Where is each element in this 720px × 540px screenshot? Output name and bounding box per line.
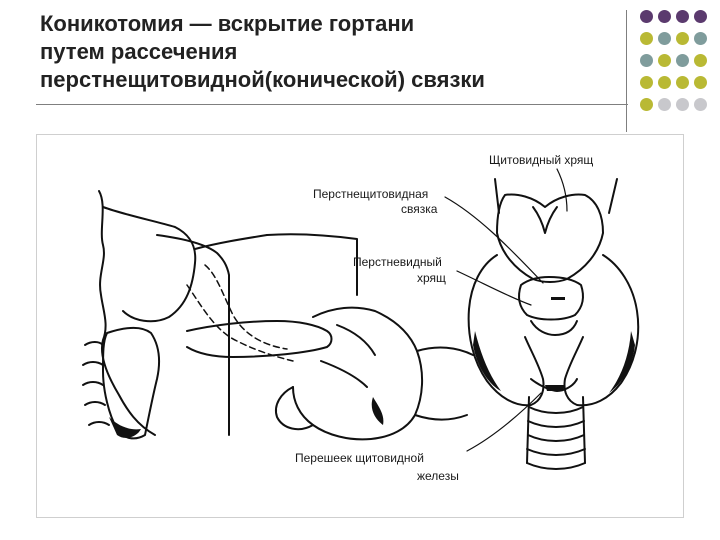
hand-wrist: [416, 346, 474, 356]
leader-isthmus: [466, 392, 542, 452]
hand-knuckle-2: [320, 360, 368, 388]
label-thyroid-cartilage: Щитовидный хрящ: [489, 153, 594, 167]
shade-larynx: [109, 417, 141, 438]
shade-lobe-left: [473, 331, 501, 391]
label-cricothyroid-ligament-line1: Перстнещитовидная: [313, 187, 429, 201]
decorative-dot: [658, 10, 671, 23]
thyroid-horn-left: [494, 178, 500, 214]
cricoid-cartilage: [518, 276, 584, 321]
decorative-dot: [676, 54, 689, 67]
anatomy-figure: Щитовидный хрящ Перстнещитовидная связка…: [36, 134, 684, 518]
shade-palm: [371, 397, 384, 425]
anatomy-illustration: [82, 168, 640, 470]
title-line-3: перстнещитовидной(конической) связки: [40, 67, 485, 92]
decorative-dot: [676, 32, 689, 45]
label-isthmus-line1: Перешеек щитовидной: [295, 451, 424, 465]
trachea-outline-left: [526, 396, 530, 464]
trachea-ring-2: [527, 420, 585, 428]
decorative-dot: [640, 76, 653, 89]
hand-wrist-2: [414, 414, 468, 421]
skin-fold: [194, 234, 268, 250]
decorative-dot: [676, 10, 689, 23]
decorative-dot: [658, 54, 671, 67]
mandible-outline: [102, 206, 197, 323]
label-cricoid-cartilage-line2: хрящ: [417, 271, 446, 285]
decorative-dot: [640, 10, 653, 23]
leader-cricoid: [456, 270, 532, 306]
thyroid-cartilage: [496, 193, 604, 283]
shade-lobe-right: [609, 331, 635, 393]
label-cricoid-cartilage-line1: Перстневидный: [353, 255, 442, 269]
thyroid-lobe-right: [563, 254, 640, 407]
cartilage-ring-5: [88, 421, 110, 426]
neck-line: [156, 234, 230, 436]
trachea-ring-4: [526, 448, 586, 456]
trachea-ring-3: [527, 434, 585, 442]
decorative-dot: [694, 76, 707, 89]
title-line-2: путем рассечения: [40, 39, 238, 64]
hand-knuckle-1: [336, 324, 376, 356]
label-cricothyroid-ligament-line2: связка: [401, 202, 438, 216]
title-divider: [36, 104, 628, 105]
thyroid-lobe-left: [467, 254, 545, 407]
decorative-dot: [694, 54, 707, 67]
thyroid-horn-right: [608, 178, 618, 214]
title-line-1: Коникотомия — вскрытие гортани: [40, 11, 415, 36]
vertical-divider: [626, 10, 627, 132]
decorative-dot: [658, 98, 671, 111]
decorative-dot: [640, 32, 653, 45]
decorative-dot: [658, 32, 671, 45]
decorative-dot: [694, 32, 707, 45]
hand-index-finger: [186, 320, 333, 358]
trachea-ring-5: [526, 462, 586, 470]
label-isthmus-line2: железы: [417, 469, 459, 483]
jaw-outline: [98, 190, 156, 436]
decorative-dot: [640, 98, 653, 111]
trachea-ring-1: [528, 406, 584, 414]
decorative-dot-grid: [640, 10, 716, 120]
decorative-dot: [694, 98, 707, 111]
larynx-outline: [102, 326, 160, 440]
cartilage-ring-1: [84, 341, 104, 346]
thyroid-notch: [532, 206, 558, 234]
cartilage-ring-3: [82, 381, 104, 386]
slide-title: Коникотомия — вскрытие гортани путем рас…: [40, 10, 620, 94]
hand-palm: [292, 306, 424, 441]
decorative-dot: [694, 10, 707, 23]
leader-thyroid: [556, 168, 568, 212]
decorative-dot: [640, 54, 653, 67]
decorative-dot: [658, 76, 671, 89]
cricoid-lower: [530, 320, 578, 336]
decorative-dot: [676, 76, 689, 89]
decorative-dot: [676, 98, 689, 111]
trachea-outline-right: [582, 396, 586, 464]
inner-dashed-1: [204, 264, 288, 350]
incision-mark: [551, 297, 565, 300]
leader-ligament: [444, 196, 544, 284]
neck-shoulder: [266, 233, 358, 296]
shade-isthmus: [545, 385, 565, 391]
hand-thumb: [275, 386, 314, 431]
cartilage-ring-4: [84, 401, 106, 406]
cartilage-ring-2: [82, 361, 104, 366]
